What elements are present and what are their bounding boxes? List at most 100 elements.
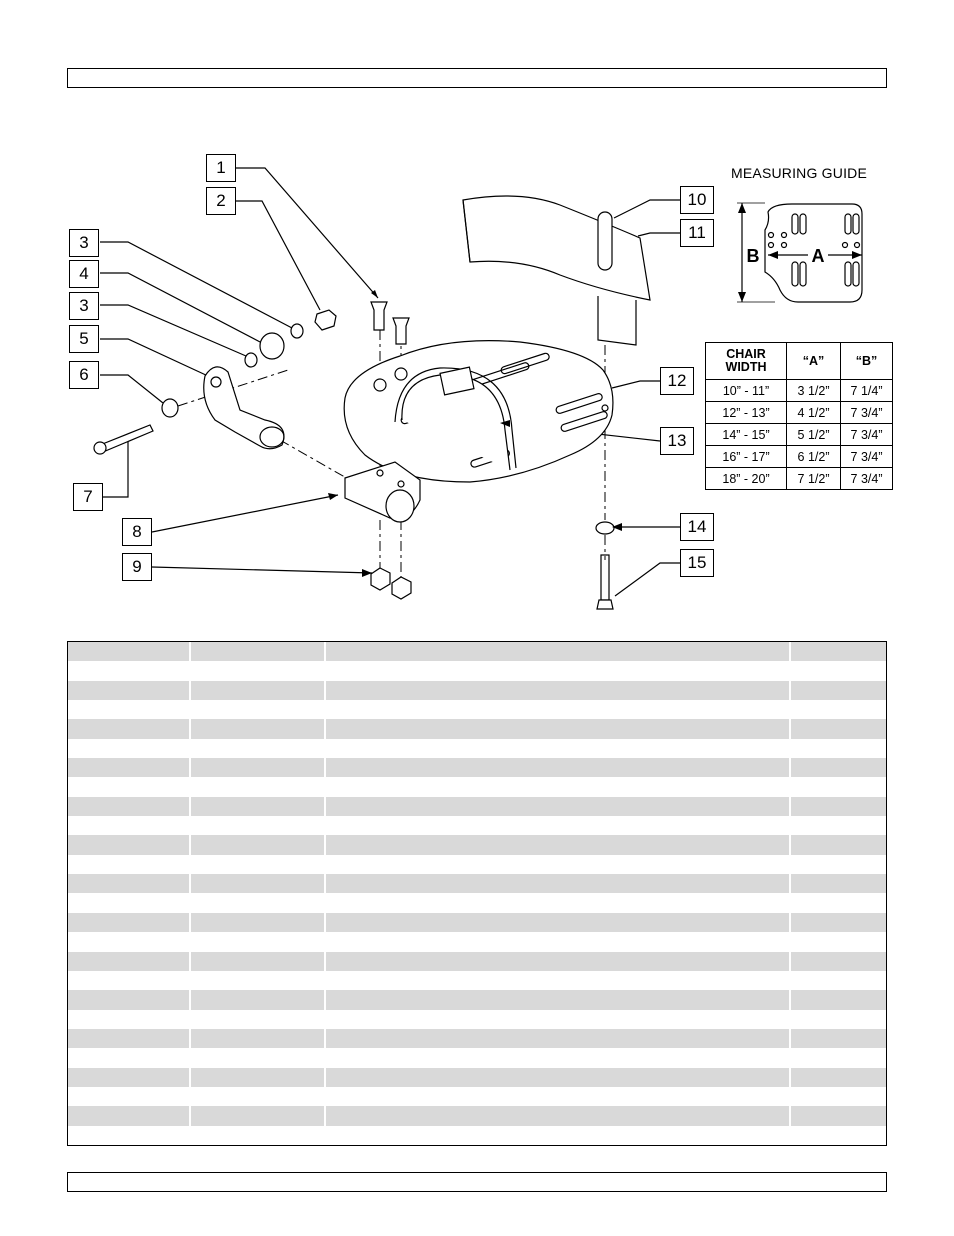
parts-list-table [67, 641, 887, 1146]
table-cell [324, 796, 789, 817]
table-row [68, 912, 886, 933]
table-cell [68, 1106, 189, 1126]
table-cell [789, 990, 886, 1010]
table-cell [324, 893, 789, 913]
callout-4: 4 [69, 260, 99, 288]
table-cell [324, 932, 789, 952]
callout-5: 5 [69, 325, 99, 353]
table-row [68, 661, 886, 681]
table-row [68, 893, 886, 913]
table-row [68, 835, 886, 855]
table-row [68, 777, 886, 797]
table-cell [324, 738, 789, 759]
table-cell [68, 874, 189, 894]
page-footer-bar [67, 1172, 887, 1192]
table-cell [68, 893, 189, 913]
table-cell [189, 874, 324, 894]
table-cell [324, 912, 789, 933]
table-cell [324, 951, 789, 971]
table-cell [324, 1125, 789, 1145]
table-cell [68, 1067, 189, 1087]
callout-7: 7 [73, 483, 103, 511]
table-cell [789, 1048, 886, 1068]
page-header-bar [67, 68, 887, 88]
table-cell [324, 1086, 789, 1107]
callout-15: 15 [680, 549, 714, 577]
table-cell [789, 816, 886, 836]
table-cell [324, 1067, 789, 1087]
table-cell [789, 893, 886, 913]
measuring-table: CHAIR WIDTH “A” “B” 10” - 11” 3 1/2” 7 1… [705, 342, 893, 490]
table-cell [68, 719, 189, 739]
table-cell [789, 680, 886, 701]
table-cell: 18” - 20” [705, 467, 787, 490]
table-cell [189, 1028, 324, 1049]
table-row [68, 642, 886, 662]
table-cell: 7 3/4” [840, 401, 893, 424]
measuring-table-header: CHAIR WIDTH [705, 342, 787, 380]
table-cell [324, 680, 789, 701]
measuring-table-row: 10” - 11” 3 1/2” 7 1/4” [705, 379, 893, 402]
table-cell [189, 835, 324, 855]
table-cell [324, 1009, 789, 1029]
table-cell [324, 758, 789, 778]
table-cell [324, 854, 789, 875]
table-cell [68, 680, 189, 701]
table-cell [68, 990, 189, 1010]
table-cell: 7 1/4” [840, 379, 893, 402]
table-cell [68, 738, 189, 759]
measuring-table-row: 12” - 13” 4 1/2” 7 3/4” [705, 401, 893, 424]
callout-3b: 3 [69, 292, 99, 320]
table-cell [68, 912, 189, 933]
table-row [68, 1009, 886, 1029]
table-cell [789, 835, 886, 855]
table-cell [789, 932, 886, 952]
callout-10: 10 [680, 186, 714, 214]
table-cell: 4 1/2” [786, 401, 841, 424]
table-cell [68, 932, 189, 952]
table-cell: 5 1/2” [786, 423, 841, 446]
table-cell [789, 738, 886, 759]
table-cell [789, 854, 886, 875]
table-cell [789, 642, 886, 662]
table-row [68, 719, 886, 739]
table-cell [68, 816, 189, 836]
table-cell [189, 1086, 324, 1107]
measuring-table-header: “A” [786, 342, 841, 380]
table-cell [68, 1048, 189, 1068]
table-cell [789, 951, 886, 971]
table-row [68, 1067, 886, 1087]
table-cell [189, 854, 324, 875]
table-row [68, 758, 886, 778]
measuring-table-row: 14” - 15” 5 1/2” 7 3/4” [705, 423, 893, 446]
callout-14: 14 [680, 513, 714, 541]
table-cell [789, 1106, 886, 1126]
table-cell [189, 990, 324, 1010]
table-cell [789, 1009, 886, 1029]
table-cell [68, 1086, 189, 1107]
table-cell: 6 1/2” [786, 445, 841, 468]
measuring-table-header-row: CHAIR WIDTH “A” “B” [705, 342, 893, 380]
table-cell [789, 874, 886, 894]
table-cell: 7 3/4” [840, 423, 893, 446]
table-cell [68, 1028, 189, 1049]
table-cell [789, 796, 886, 817]
table-cell [789, 777, 886, 797]
callout-8: 8 [122, 518, 152, 546]
table-cell [189, 796, 324, 817]
table-cell [789, 1086, 886, 1107]
table-cell [189, 1009, 324, 1029]
table-cell [324, 719, 789, 739]
table-cell [189, 719, 324, 739]
table-cell [324, 661, 789, 681]
table-cell [68, 970, 189, 991]
table-cell [189, 758, 324, 778]
table-row [68, 816, 886, 836]
table-cell [789, 970, 886, 991]
table-row [68, 738, 886, 759]
table-row [68, 1028, 886, 1049]
table-cell [189, 951, 324, 971]
table-cell [324, 700, 789, 720]
table-cell [789, 700, 886, 720]
table-cell [324, 990, 789, 1010]
